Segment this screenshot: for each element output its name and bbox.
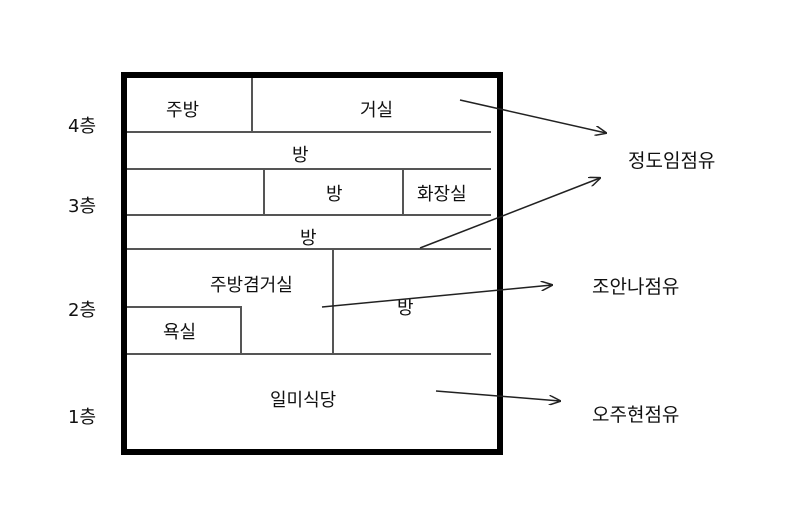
room-kitchen-living-2f: 주방겸거실	[210, 275, 293, 296]
owner-label-bottom: 오주현점유	[592, 404, 680, 426]
room-corridor-4f: 방	[292, 145, 309, 166]
room-corridor-3f: 방	[300, 228, 317, 249]
room-living-4f: 거실	[360, 100, 394, 121]
divider-kitchen-living-4f	[251, 78, 253, 133]
room-bath-2f: 욕실	[163, 322, 197, 343]
owner-label-top: 정도임점유	[628, 150, 716, 172]
divider-3f-left	[263, 168, 265, 215]
divider-2f-bottom	[127, 353, 491, 355]
arrow-1f-to-owner	[435, 390, 560, 401]
building-outline	[121, 72, 503, 455]
divider-3f-right	[402, 168, 404, 215]
floor-label-4: 4층	[68, 116, 97, 137]
room-kitchen-4f: 주방	[166, 100, 200, 121]
room-2f: 방	[397, 298, 414, 319]
divider-corridor-4f	[127, 168, 491, 170]
floor-label-3: 3층	[68, 196, 97, 217]
divider-bath-right	[240, 306, 242, 354]
floor-label-1: 1층	[68, 407, 97, 428]
room-3f: 방	[326, 184, 343, 205]
divider-3f-bottom	[127, 214, 491, 216]
divider-corridor-3f	[127, 248, 491, 250]
arrow-4f-to-owner	[459, 99, 606, 133]
arrow-2f-to-owner	[321, 285, 552, 308]
divider-bath-top	[127, 306, 241, 308]
room-restaurant-1f: 일미식당	[270, 390, 337, 411]
floor-label-2: 2층	[68, 300, 97, 321]
divider-4f-bottom	[127, 131, 491, 133]
divider-2f-vertical	[332, 248, 334, 354]
room-bathroom-3f: 화장실	[417, 184, 467, 205]
owner-label-middle: 조안나점유	[592, 276, 680, 298]
arrow-3f-to-owner	[419, 178, 600, 249]
